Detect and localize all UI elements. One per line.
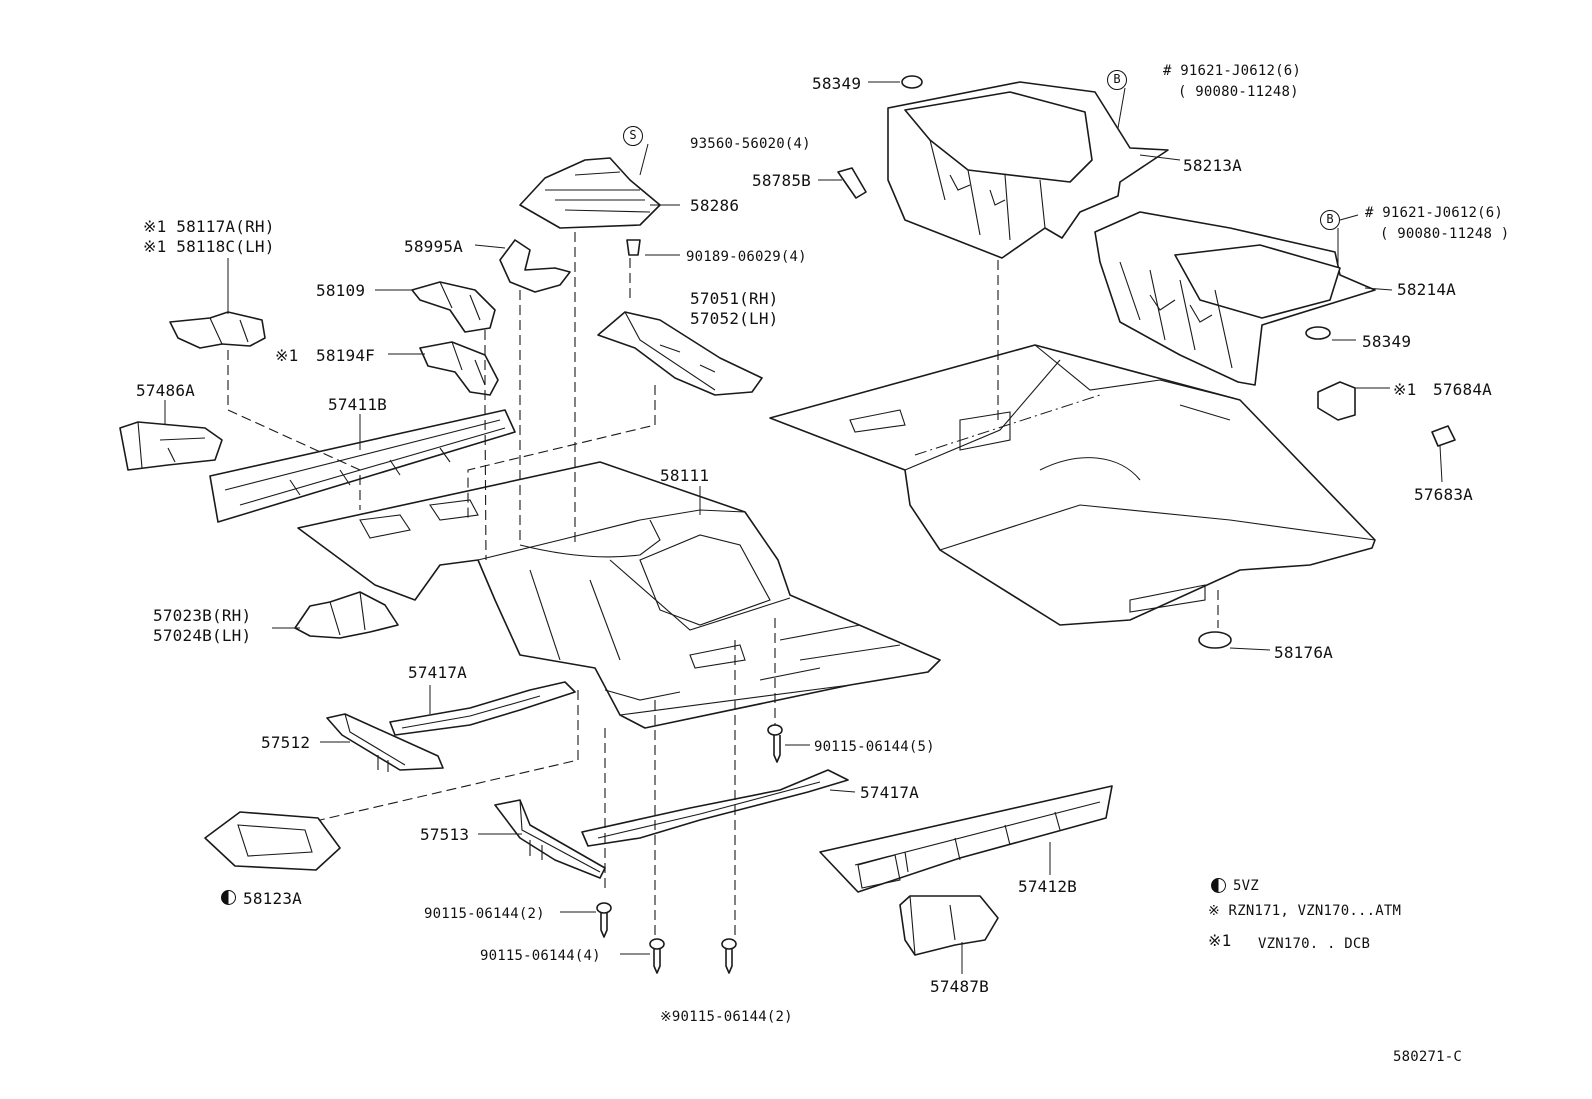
shift-boot-58286 [519,157,661,229]
label-57051: 57051(RH) [690,289,779,308]
label-90080-top: ( 90080-11248) [1178,84,1299,100]
label-58785b: 58785B [752,171,811,190]
bolt-b-symbol-mid: B [1320,210,1340,230]
5vz-legend-icon [1211,878,1226,893]
legend-dcb-mark: ※1 [1208,931,1232,950]
bracket-57487b [899,895,999,956]
member-57417a-lower [581,769,849,847]
label-57411b: 57411B [328,395,387,414]
label-58118c: ※1 58118C(LH) [143,237,275,256]
label-58213a: 58213A [1183,156,1242,175]
rear-floor-pan [769,344,1376,626]
label-57683a: 57683A [1414,485,1473,504]
legend-dcb: VZN170. . DCB [1258,936,1371,952]
label-90189: 90189-06029(4) [686,249,807,265]
label-58117a: ※1 58117A(RH) [143,217,275,236]
label-58123a: 58123A [243,889,302,908]
bolt-b-symbol-top: B [1107,70,1127,90]
label-58349-mid: 58349 [1362,332,1412,351]
label-90115-2a: 90115-06144(2) [424,906,545,922]
bracket-57486a [119,421,223,471]
label-93560: 93560-56020(4) [690,136,811,152]
label-91621-top: # 91621-J0612(6) [1163,63,1302,79]
screw-s-symbol: S [623,126,643,146]
label-57684a-mark: ※1 [1393,380,1417,399]
label-90115-2b: ※90115-06144(2) [660,1009,793,1025]
label-57417a-upper: 57417A [408,663,467,682]
label-58349-top: 58349 [812,74,862,93]
side-member-57411b [209,409,516,523]
member-57512 [326,713,444,772]
bracket-58117a [169,311,266,349]
member-57513 [494,799,606,879]
label-57486a: 57486A [136,381,195,400]
label-57417a-lower: 57417A [860,783,919,802]
label-57024b: 57024B(LH) [153,626,252,645]
side-member-57412b [819,785,1113,893]
label-58194f-mark: ※1 [275,346,299,365]
label-57023b: 57023B(RH) [153,606,252,625]
label-90115-5: 90115-06144(5) [814,739,935,755]
rear-panel-58214a [1094,211,1376,386]
label-57512: 57512 [261,733,311,752]
label-57684a: 57684A [1433,380,1492,399]
leader-lines [164,81,1443,974]
member-57417a-upper [389,681,576,736]
label-90080-mid: ( 90080-11248 ) [1380,226,1510,242]
label-57412b: 57412B [1018,877,1077,896]
member-57051 [597,311,763,396]
plate-58123a [204,811,341,871]
front-floor-pan-58111 [297,461,941,729]
rear-panel-58213a [887,81,1169,259]
bracket-58995a [499,239,571,293]
label-58214a: 58214A [1397,280,1456,299]
label-57052: 57052(LH) [690,309,779,328]
small-parts [596,75,1456,974]
label-58286: 58286 [690,196,740,215]
drawing-code: 580271-C [1393,1049,1463,1065]
bracket-57023b [294,591,399,639]
assembly-lines [227,232,1219,935]
label-58194f: 58194F [316,346,375,365]
label-58995a: 58995A [404,237,463,256]
legend-atm: ※ RZN171, VZN170...ATM [1208,903,1402,919]
label-90115-4: 90115-06144(4) [480,948,601,964]
label-57513: 57513 [420,825,470,844]
bracket-58194f [419,341,499,396]
label-58176a: 58176A [1274,643,1333,662]
legend-5vz: 5VZ [1233,878,1259,894]
label-58109: 58109 [316,281,366,300]
label-58111: 58111 [660,466,710,485]
label-57487b: 57487B [930,977,989,996]
bracket-58109 [411,281,496,333]
label-91621-mid: # 91621-J0612(6) [1365,205,1504,221]
5vz-marker-icon [221,890,236,905]
